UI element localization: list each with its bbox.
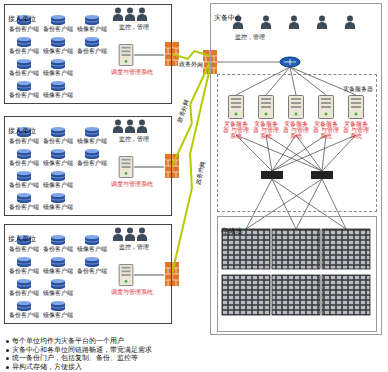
monitor-label: 监控，管理 xyxy=(235,34,265,41)
client-label: 备份客户端 xyxy=(9,92,39,99)
client-label: 备份客户端 xyxy=(9,246,39,253)
client-label: 镜像客户端 xyxy=(43,290,73,297)
link-label: 政务外网 xyxy=(194,159,206,186)
access-unit-equipment xyxy=(17,8,179,92)
router-icon xyxy=(280,57,300,67)
client-label: 镜像客户端 xyxy=(77,138,107,145)
access-unit-equipment xyxy=(17,120,179,204)
server-label: 灾备服务器 与管理系统 xyxy=(222,121,251,139)
server-label: 灾备服务器 与管理系统 xyxy=(252,121,281,139)
center-wiring xyxy=(217,62,356,229)
zone-heading: 接入单位 xyxy=(8,127,36,135)
client-label: 镜像客户端 xyxy=(77,246,107,253)
server-icons xyxy=(229,96,364,119)
client-label: 镜像客户端 xyxy=(43,312,73,319)
zone-heading: 存储池 xyxy=(221,227,242,235)
client-label: 备份客户端 xyxy=(43,246,73,253)
zone-heading: 接入单位 xyxy=(8,15,36,23)
client-label: 镜像客户端 xyxy=(77,26,107,33)
client-label: 备份客户端 xyxy=(9,268,39,275)
zone-heading: 灾备中心 xyxy=(214,14,242,22)
client-label: 备份客户端 xyxy=(9,290,39,297)
link-label: 政务外网 xyxy=(175,97,190,124)
monitor-label: 监控，管理 xyxy=(119,136,149,143)
client-label: 备份客户端 xyxy=(77,160,107,167)
client-label: 备份客户端 xyxy=(9,138,39,145)
client-label: 备份客户端 xyxy=(77,48,107,55)
zone-heading: 接入单位 xyxy=(8,235,36,243)
system-label: 调度与管理系统 xyxy=(111,289,153,296)
client-label: 备份客户端 xyxy=(77,268,107,275)
note-text: 统一备份门户，包括复制、备份、监控等 xyxy=(12,354,138,362)
server-zone: 灾备服务器 xyxy=(217,74,377,212)
client-label: 镜像客户端 xyxy=(43,182,73,189)
client-label: 镜像客户端 xyxy=(43,48,73,55)
client-label: 镜像客户端 xyxy=(43,160,73,167)
client-label: 备份客户端 xyxy=(43,138,73,145)
network-link xyxy=(172,68,210,274)
client-label: 备份客户端 xyxy=(9,48,39,55)
network-link xyxy=(172,51,210,59)
server-label: 灾备服务器 与管理系统 xyxy=(342,121,371,139)
server-label: 灾备服务器 与管理系统 xyxy=(312,121,341,139)
storage-pool-zone: 存储池 xyxy=(217,216,377,332)
disaster-center-box: 灾备服务器存储池 灾备中心 xyxy=(210,3,382,335)
client-label: 备份客户端 xyxy=(9,182,39,189)
client-label: 镜像客户端 xyxy=(43,92,73,99)
monitor-label: 监控，管理 xyxy=(119,24,149,31)
note-text: 异构式存储，方便接入 xyxy=(12,363,82,371)
client-label: 镜像客户端 xyxy=(43,70,73,77)
client-label: 备份客户端 xyxy=(9,70,39,77)
link-label: 政务外网 xyxy=(177,60,203,68)
center-users xyxy=(233,16,355,30)
client-label: 备份客户端 xyxy=(9,204,39,211)
access-unit-equipment xyxy=(17,228,179,312)
system-label: 调度与管理系统 xyxy=(111,181,153,188)
switch-icons xyxy=(261,171,333,179)
system-label: 调度与管理系统 xyxy=(111,69,153,76)
client-label: 备份客户端 xyxy=(9,160,39,167)
client-label: 镜像客户端 xyxy=(43,204,73,211)
note-text: 每个单位均作为灾备平台的一个用户 xyxy=(12,337,124,345)
monitor-label: 监控，管理 xyxy=(119,244,149,251)
server-label: 灾备服务器 与管理系统 xyxy=(282,121,311,139)
storage-racks xyxy=(222,229,370,315)
client-label: 备份客户端 xyxy=(9,26,39,33)
client-label: 备份客户端 xyxy=(9,312,39,319)
note-text: 灾备中心和各单位间链路畅通，带宽满足需求 xyxy=(12,346,152,354)
client-label: 镜像客户端 xyxy=(43,268,73,275)
zone-heading: 灾备服务器 xyxy=(343,86,373,93)
client-label: 备份客户端 xyxy=(43,26,73,33)
